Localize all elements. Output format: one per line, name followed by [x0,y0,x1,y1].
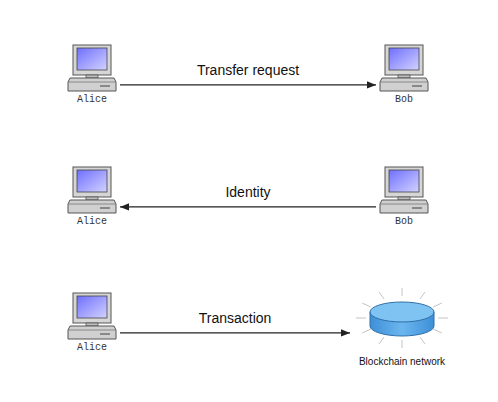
network-node: Blockchain network [350,288,454,368]
signal-ray [438,318,448,319]
signal-ray [362,329,371,333]
computer-icon [66,44,118,94]
monitor-frame [385,45,423,75]
monitor-frame [73,293,111,323]
monitor-frame [73,167,111,197]
computer-node: Alice [64,166,120,228]
drive-slot [412,85,422,87]
drive-slot [100,207,110,209]
computer-icon [378,166,430,216]
computer-case [380,200,428,213]
case-edge [68,82,116,83]
computer-case [68,78,116,91]
computer-icon [378,44,430,94]
computer-node: Bob [376,44,432,106]
monitor-frame [385,167,423,197]
case-edge [380,82,428,83]
signal-ray [402,288,403,296]
computer-case [380,78,428,91]
edge-label: Transfer request [197,62,299,78]
computer-case [68,326,116,339]
signal-ray [402,340,403,348]
edge-label: Identity [225,184,270,200]
drive-slot [100,333,110,335]
database-icon [350,288,454,356]
case-edge [68,204,116,205]
node-label: Alice [64,94,120,106]
computer-node: Bob [376,166,432,228]
node-label: Alice [64,216,120,228]
edge-label: Transaction [199,310,272,326]
node-label: Alice [64,342,120,354]
computer-icon [66,166,118,216]
computer-node: Alice [64,292,120,354]
signal-ray [356,318,366,319]
monitor-frame [73,45,111,75]
signal-ray [420,337,425,344]
case-edge [380,204,428,205]
signal-ray [433,329,442,333]
signal-ray [362,303,371,307]
cylinder-top [370,302,434,322]
arrow-connector [120,84,376,85]
monitor-screen [77,48,107,70]
monitor-screen [389,170,419,192]
drive-slot [100,85,110,87]
node-label: Blockchain network [350,356,454,368]
arrow-connector [120,332,350,333]
computer-icon [66,292,118,342]
arrow-connector [120,206,376,207]
drive-slot [412,207,422,209]
node-label: Bob [376,94,432,106]
case-edge [68,330,116,331]
signal-ray [379,292,384,299]
computer-case [68,200,116,213]
signal-ray [420,292,425,299]
node-label: Bob [376,216,432,228]
computer-node: Alice [64,44,120,106]
monitor-screen [77,170,107,192]
signal-ray [379,337,384,344]
signal-ray [433,303,442,307]
monitor-screen [389,48,419,70]
monitor-screen [77,296,107,318]
